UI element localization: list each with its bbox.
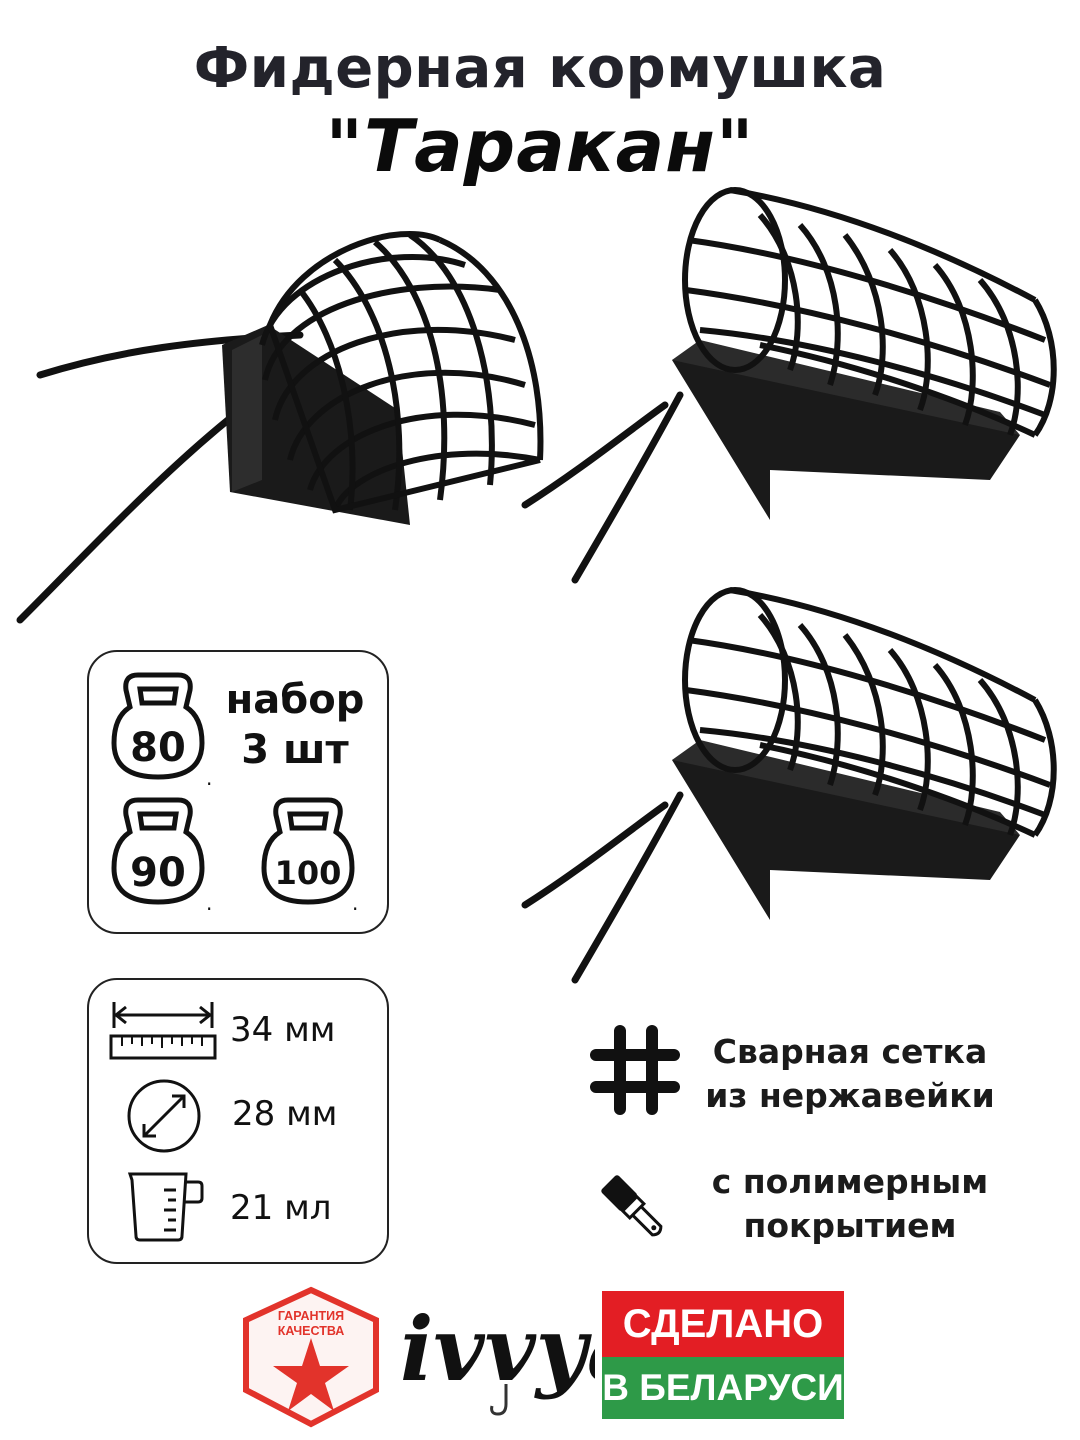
svg-text:КАЧЕСТВА: КАЧЕСТВА: [278, 1324, 345, 1338]
product-images: [16, 187, 1057, 984]
kettlebell-100-icon: 100 .: [261, 797, 358, 915]
weight-90-label: 90: [130, 850, 186, 896]
svg-text:.: .: [352, 891, 358, 915]
weight-80-label: 80: [130, 725, 186, 771]
svg-text:.: .: [206, 766, 212, 790]
feeder-image-3: [521, 587, 1057, 984]
made-in-badge-bottom: В БЕЛАРУСИ: [602, 1357, 844, 1419]
feeder-image-1: [16, 230, 544, 624]
diameter-value: 28 мм: [232, 1094, 338, 1134]
measuring-cup-icon: [127, 1172, 204, 1242]
svg-text:.: .: [206, 891, 212, 915]
svg-text:ivvya: ivvya: [400, 1297, 595, 1401]
coating-feature: с полимерным покрытием: [711, 1162, 989, 1245]
svg-text:ГАРАНТИЯ: ГАРАНТИЯ: [278, 1309, 344, 1323]
mesh-feature: Сварная сетка из нержавейки: [705, 1032, 995, 1115]
specs-card: [87, 978, 389, 1264]
brand-logo: ivvya: [400, 1297, 595, 1416]
volume-value: 21 мл: [230, 1188, 332, 1228]
paint-brush-icon: [601, 1175, 663, 1237]
weight-100-label: 100: [275, 854, 342, 892]
diameter-icon: [127, 1079, 201, 1153]
ruler-icon: [109, 1002, 217, 1060]
grid-mesh-icon: [590, 1025, 680, 1115]
length-value: 34 мм: [230, 1010, 336, 1050]
kettlebell-80-icon: 80 .: [111, 672, 212, 790]
feeder-image-2: [521, 187, 1057, 584]
made-in-badge-top: СДЕЛАНО: [602, 1291, 844, 1357]
set-label: набор 3 шт: [225, 677, 365, 773]
quality-guarantee-badge: ГАРАНТИЯ КАЧЕСТВА: [243, 1286, 379, 1428]
page-title: Фидерная кормушка: [193, 36, 887, 101]
product-name: "Таракан": [325, 104, 755, 188]
weights-card: [87, 650, 389, 934]
kettlebell-90-icon: 90 .: [111, 797, 212, 915]
